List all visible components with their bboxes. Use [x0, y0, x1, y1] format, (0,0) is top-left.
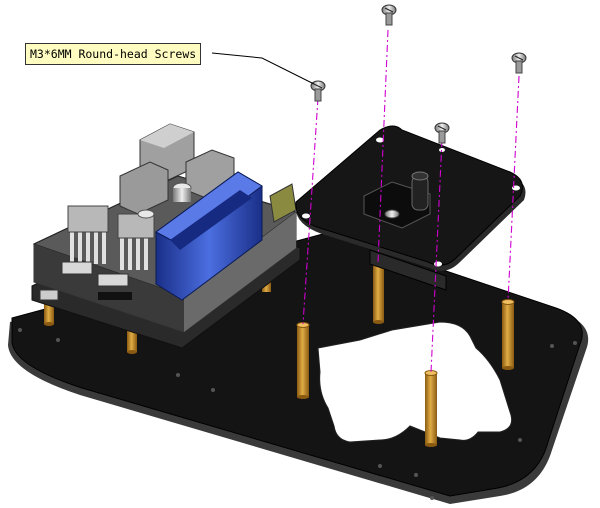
bracket-plate — [295, 125, 526, 291]
blue-connector — [155, 171, 263, 301]
header-pins — [70, 220, 148, 270]
base-plate-cutout — [317, 321, 513, 443]
controller-board — [31, 123, 301, 349]
callout-label: M3*6MM Round-head Screws — [25, 43, 202, 65]
base-plate-holes — [18, 328, 577, 500]
round-head-screw-icon — [310, 4, 527, 144]
callout-leader — [211, 52, 315, 85]
alignment-guides — [302, 29, 520, 373]
brass-standoff-icon — [296, 262, 515, 447]
